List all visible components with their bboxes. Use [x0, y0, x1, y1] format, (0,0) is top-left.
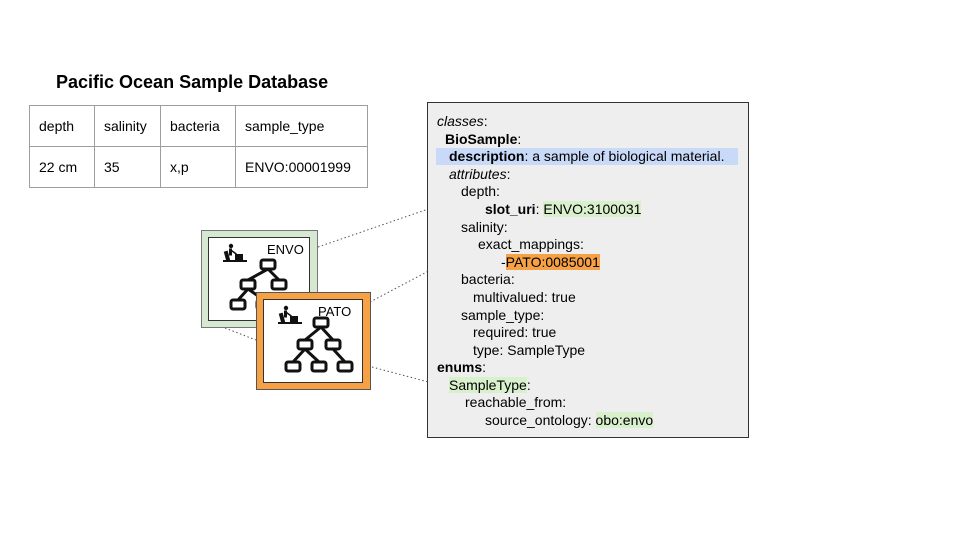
salinity-key: salinity: [461, 219, 504, 235]
source-ontology-key: source_ontology: [485, 412, 588, 428]
ontology-tree-icon: [278, 305, 354, 373]
description-key: description: [449, 148, 525, 164]
table-header-cell: sample_type: [235, 105, 368, 147]
code-line-class: BioSample:: [445, 131, 522, 147]
bacteria-key: bacteria: [461, 271, 511, 287]
code-line-slot-uri: slot_uri: ENVO:3100031: [485, 201, 642, 217]
pato-label: PATO: [318, 304, 352, 319]
exact-mapping-value: PATO:0085001: [505, 254, 600, 270]
type-value: SampleType: [507, 342, 586, 358]
sample-type-key: sample_type: [461, 307, 541, 323]
code-line-bacteria: bacteria:: [461, 271, 515, 287]
code-line-attributes: attributes:: [449, 166, 511, 182]
exact-mappings-key: exact_mappings: [478, 236, 580, 252]
table-row: 22 cm 35 x,p ENVO:00001999: [29, 146, 368, 188]
code-line-source-ontology: source_ontology: obo:envo: [485, 412, 654, 428]
type-key: type: [473, 342, 500, 358]
class-name: BioSample: [445, 131, 518, 147]
code-line-type: type: SampleType: [473, 342, 586, 358]
page-title: Pacific Ocean Sample Database: [56, 72, 329, 92]
slot-uri-value: ENVO:3100031: [543, 201, 642, 217]
envo-label: ENVO: [267, 242, 304, 257]
code-line-sample-type: sample_type:: [461, 307, 545, 323]
depth-key: depth: [461, 183, 497, 199]
code-line-description: description: a sample of biological mate…: [436, 148, 738, 165]
required-key: required: [473, 324, 525, 340]
code-line-enum-name: SampleType:: [449, 377, 531, 393]
multivalued-key: multivalued: [473, 289, 544, 305]
schema-code-panel: classes: BioSample: description: a sampl…: [427, 102, 749, 438]
code-line-classes: classes:: [437, 113, 488, 129]
code-line-enums: enums:: [437, 359, 487, 375]
multivalued-value: true: [551, 289, 576, 305]
table-header-cell: bacteria: [160, 105, 236, 147]
classes-key: classes: [437, 113, 484, 129]
envo-to-pato-line: [224, 327, 257, 341]
attributes-key: attributes: [449, 166, 507, 182]
code-line-multivalued: multivalued: true: [473, 289, 576, 305]
code-line-reachable-from: reachable_from:: [465, 394, 567, 410]
table-header-cell: salinity: [94, 105, 161, 147]
code-line-required: required: true: [473, 324, 557, 340]
source-ontology-value: obo:envo: [595, 412, 654, 428]
required-value: true: [532, 324, 557, 340]
code-line-exact-mappings: exact_mappings:: [478, 236, 584, 252]
table-cell: x,p: [160, 146, 236, 188]
table-cell: 35: [94, 146, 161, 188]
slot-uri-key: slot_uri: [485, 201, 536, 217]
pato-to-sampletype-line: [371, 366, 437, 385]
pato-ontology-card: PATO: [256, 292, 371, 390]
enum-name: SampleType: [449, 377, 527, 393]
code-line-salinity: salinity:: [461, 219, 508, 235]
enums-key: enums: [437, 359, 483, 375]
code-line-exact-mapping-value: -PATO:0085001: [501, 254, 600, 270]
table-header-row: depth salinity bacteria sample_type: [29, 105, 368, 147]
table-header-cell: depth: [29, 105, 95, 147]
description-value: a sample of biological material.: [532, 148, 725, 164]
code-line-depth: depth:: [461, 183, 500, 199]
sample-table: depth salinity bacteria sample_type 22 c…: [29, 105, 368, 188]
pato-card-inner: PATO: [263, 299, 363, 383]
reachable-from-key: reachable_from: [465, 394, 563, 410]
table-cell: ENVO:00001999: [235, 146, 368, 188]
